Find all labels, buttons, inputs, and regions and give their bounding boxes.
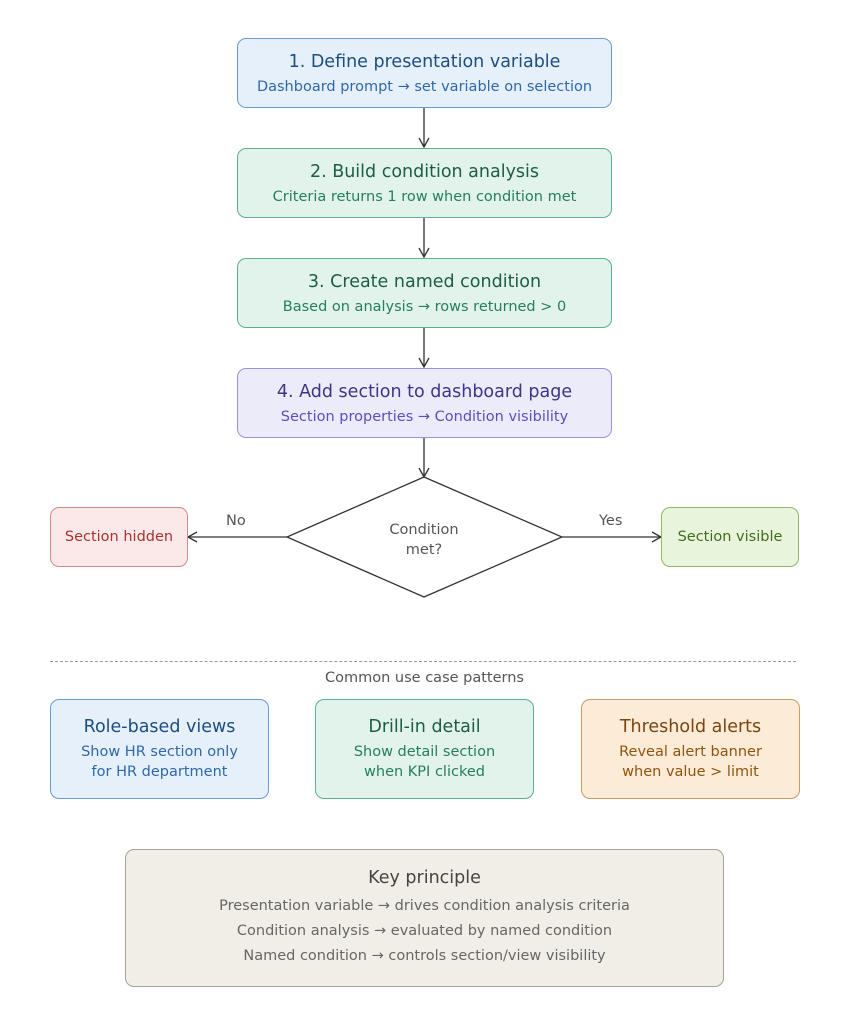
pattern-1-line-1: Show HR section only [81,744,238,760]
section-hidden-box: Section hidden [50,507,188,567]
step-2-subtitle: Criteria returns 1 row when condition me… [272,188,577,205]
section-hidden-label: Section hidden [64,529,174,545]
yes-branch-label: Yes [599,513,623,529]
pattern-3-title: Threshold alerts [619,717,762,737]
step-1-box: 1. Define presentation variable Dashboar… [237,38,612,108]
step-4-title: 4. Add section to dashboard page [276,381,573,402]
decision-diamond [285,476,564,598]
pattern-3-line-1: Reveal alert banner [619,744,762,760]
key-principle-line-3: Named condition → controls section/view … [243,947,606,964]
key-principle-box: Key principle Presentation variable → dr… [125,849,724,987]
section-divider [50,661,796,662]
pattern-2-line-1: Show detail section [353,744,496,760]
key-principle-line-2: Condition analysis → evaluated by named … [236,922,613,939]
step-1-title: 1. Define presentation variable [288,51,561,72]
step-4-box: 4. Add section to dashboard page Section… [237,368,612,438]
pattern-role-based-views: Role-based views Show HR section only fo… [50,699,269,799]
step-4-subtitle: Section properties → Condition visibilit… [280,408,569,425]
pattern-1-desc: Show HR section only for HR department [81,742,238,782]
step-3-box: 3. Create named condition Based on analy… [237,258,612,328]
patterns-heading: Common use case patterns [325,670,524,686]
pattern-3-line-2: when value > limit [622,764,759,780]
pattern-1-title: Role-based views [83,717,236,737]
step-2-box: 2. Build condition analysis Criteria ret… [237,148,612,218]
pattern-drill-in-detail: Drill-in detail Show detail section when… [315,699,534,799]
step-3-subtitle: Based on analysis → rows returned > 0 [282,298,567,315]
pattern-2-desc: Show detail section when KPI clicked [354,742,495,782]
step-2-title: 2. Build condition analysis [309,161,540,182]
decision-label: Condition met? [354,520,494,560]
section-visible-box: Section visible [661,507,799,567]
decision-line-1: Condition [389,522,459,538]
no-branch-label: No [226,513,246,529]
pattern-3-desc: Reveal alert banner when value > limit [619,742,762,782]
step-3-title: 3. Create named condition [307,271,542,292]
pattern-1-line-2: for HR department [91,764,228,780]
key-principle-line-1: Presentation variable → drives condition… [219,897,630,914]
pattern-threshold-alerts: Threshold alerts Reveal alert banner whe… [581,699,800,799]
section-visible-label: Section visible [677,529,783,545]
decision-line-2: met? [405,542,443,558]
pattern-2-line-2: when KPI clicked [364,764,485,780]
pattern-2-title: Drill-in detail [368,717,481,737]
key-principle-title: Key principle [368,867,481,888]
step-1-subtitle: Dashboard prompt → set variable on selec… [256,78,593,95]
